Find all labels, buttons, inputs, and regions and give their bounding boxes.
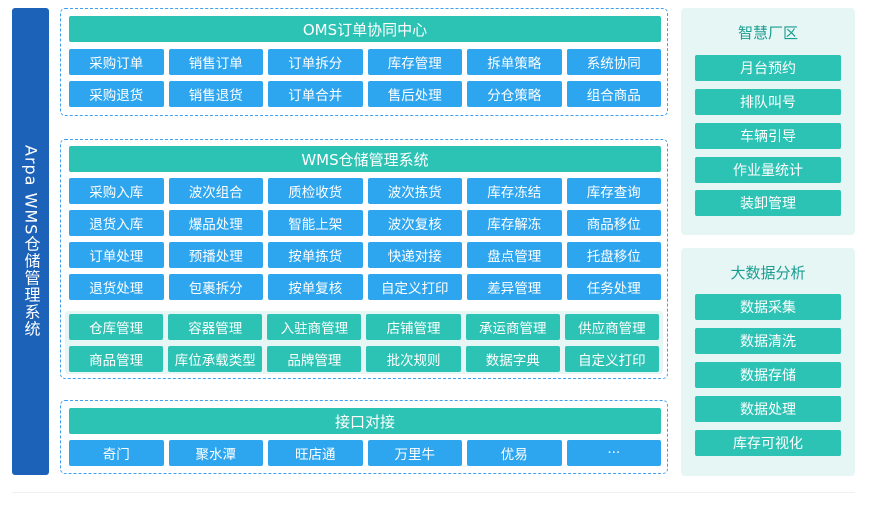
api-title: 接口对接 [69,408,661,434]
oms-title: OMS订单协同中心 [69,16,661,42]
wms-base-modules: 仓库管理 容器管理 入驻商管理 店铺管理 承运商管理 供应商管理 商品管理 库位… [69,314,659,372]
smart-park-panel: 智慧厂区 月台预约 排队叫号 车辆引导 作业量统计 装卸管理 [681,8,855,235]
wms-module: 差异管理 [467,274,562,300]
wms-module: 预播处理 [168,242,263,268]
wms-module: 订单处理 [69,242,164,268]
wms-module: 商品移位 [566,210,661,236]
wms-base-module: 仓库管理 [69,314,164,340]
wms-module: 爆品处理 [168,210,263,236]
wms-panel: WMS仓储管理系统 采购入库 波次组合 质检收货 波次拣货 库存冻结 库存查询 … [60,139,668,379]
wms-module: 采购入库 [69,178,164,204]
system-title: Arpa WMS仓储管理系统 [21,145,41,338]
wms-base-module: 品牌管理 [267,346,362,372]
big-data-item: 数据采集 [695,294,841,320]
wms-base-module: 供应商管理 [564,314,659,340]
api-item: 优易 [467,440,562,466]
wms-base-module: 自定义打印 [564,346,659,372]
wms-module: 包裹拆分 [168,274,263,300]
oms-module: 拆单策略 [467,49,562,75]
oms-module: 售后处理 [367,81,462,107]
big-data-item: 数据处理 [695,396,841,422]
wms-module: 盘点管理 [467,242,562,268]
big-data-title: 大数据分析 [730,264,806,282]
api-item: 奇门 [69,440,164,466]
wms-module: 退货处理 [69,274,164,300]
wms-base-module: 容器管理 [168,314,263,340]
wms-base-module: 批次规则 [366,346,461,372]
oms-module: 采购订单 [69,49,164,75]
wms-module: 质检收货 [268,178,363,204]
wms-module: 库存查询 [566,178,661,204]
smart-park-item: 装卸管理 [695,190,841,216]
big-data-panel: 大数据分析 数据采集 数据清洗 数据存储 数据处理 库存可视化 [681,248,855,476]
wms-base-module: 入驻商管理 [267,314,362,340]
wms-module: 波次组合 [168,178,263,204]
wms-module: 任务处理 [566,274,661,300]
wms-module: 托盘移位 [566,242,661,268]
wms-module: 波次复核 [367,210,462,236]
big-data-item: 数据清洗 [695,328,841,354]
wms-module: 自定义打印 [367,274,462,300]
wms-module: 按单拣货 [268,242,363,268]
api-item-more: ··· [566,440,661,466]
api-panel: 接口对接 奇门 聚水潭 旺店通 万里牛 优易 ··· [60,400,668,474]
divider [12,492,855,493]
oms-module: 订单合并 [268,81,363,107]
oms-module: 组合商品 [566,81,661,107]
api-item: 旺店通 [268,440,363,466]
oms-module: 订单拆分 [268,49,363,75]
smart-park-item: 车辆引导 [695,123,841,149]
wms-module: 波次拣货 [367,178,462,204]
system-title-bar: Arpa WMS仓储管理系统 [12,8,49,475]
api-item: 万里牛 [367,440,462,466]
smart-park-item: 排队叫号 [695,89,841,115]
wms-title: WMS仓储管理系统 [69,146,661,172]
smart-park-item: 作业量统计 [695,157,841,183]
wms-modules: 采购入库 波次组合 质检收货 波次拣货 库存冻结 库存查询 退货入库 爆品处理 … [69,178,661,300]
wms-base-module: 商品管理 [69,346,164,372]
oms-module: 分仓策略 [467,81,562,107]
api-modules: 奇门 聚水潭 旺店通 万里牛 优易 ··· [69,440,661,466]
wms-base-data-group: 仓库管理 容器管理 入驻商管理 店铺管理 承运商管理 供应商管理 商品管理 库位… [65,311,663,374]
api-item: 聚水潭 [168,440,263,466]
big-data-item: 数据存储 [695,362,841,388]
oms-module: 系统协同 [566,49,661,75]
wms-base-module: 库位承载类型 [168,346,263,372]
wms-base-module: 数据字典 [465,346,560,372]
oms-panel: OMS订单协同中心 采购订单 销售订单 订单拆分 库存管理 拆单策略 系统协同 … [60,8,668,116]
oms-modules: 采购订单 销售订单 订单拆分 库存管理 拆单策略 系统协同 采购退货 销售退货 … [69,49,661,107]
wms-module: 按单复核 [268,274,363,300]
wms-module: 库存解冻 [467,210,562,236]
smart-park-item: 月台预约 [695,55,841,81]
wms-base-module: 承运商管理 [465,314,560,340]
wms-module: 库存冻结 [467,178,562,204]
oms-module: 库存管理 [367,49,462,75]
oms-module: 采购退货 [69,81,164,107]
wms-module: 智能上架 [268,210,363,236]
oms-module: 销售订单 [168,49,263,75]
oms-module: 销售退货 [168,81,263,107]
smart-park-title: 智慧厂区 [737,24,798,42]
big-data-item: 库存可视化 [695,430,841,456]
wms-module: 快递对接 [367,242,462,268]
wms-base-module: 店铺管理 [366,314,461,340]
wms-module: 退货入库 [69,210,164,236]
